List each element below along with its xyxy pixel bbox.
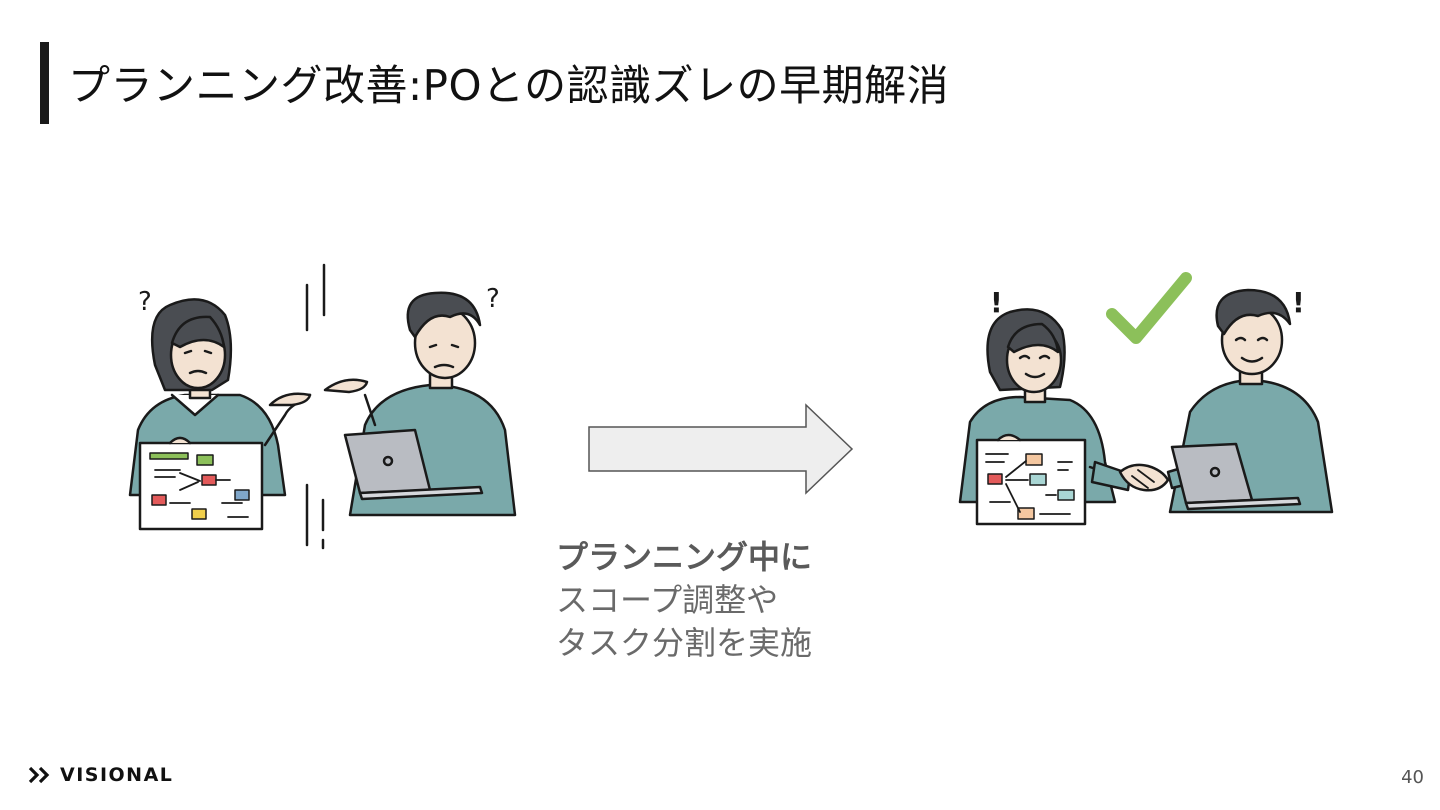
agreement-pair-illustration: ! ! — [958, 272, 1334, 526]
man-figure — [323, 291, 517, 517]
divider-lines — [305, 263, 326, 550]
visional-logo-icon — [28, 766, 50, 784]
planning-board-right — [975, 433, 1087, 526]
exclamation-mark-left: ! — [990, 286, 1003, 319]
exclamation-mark-right: ! — [1292, 286, 1305, 319]
page-number: 40 — [1401, 767, 1424, 788]
visional-logo: VISIONAL — [28, 764, 173, 786]
laptop-left — [343, 428, 484, 501]
caption-line-3: タスク分割を実施 — [556, 624, 813, 662]
arrow-right-icon — [588, 403, 854, 495]
laptop-right — [1170, 442, 1302, 511]
caption-block: プランニング中に スコープ調整や タスク分割を実施 — [556, 536, 812, 665]
caption-line-1: プランニング中に — [556, 538, 813, 576]
question-mark-left: ? — [138, 287, 152, 317]
caption-line-2: スコープ調整や — [556, 581, 779, 619]
handshake-icon — [1118, 463, 1170, 492]
title-accent-bar — [40, 42, 49, 124]
planning-board-left — [138, 436, 264, 531]
question-mark-right: ? — [486, 284, 500, 314]
man-figure-right — [1166, 288, 1334, 514]
slide-title: プランニング改善:POとの認識ズレの早期解消 — [68, 61, 950, 110]
check-icon — [1106, 272, 1192, 344]
confused-pair-illustration: ? ? — [128, 263, 517, 550]
logo-text: VISIONAL — [60, 764, 174, 786]
